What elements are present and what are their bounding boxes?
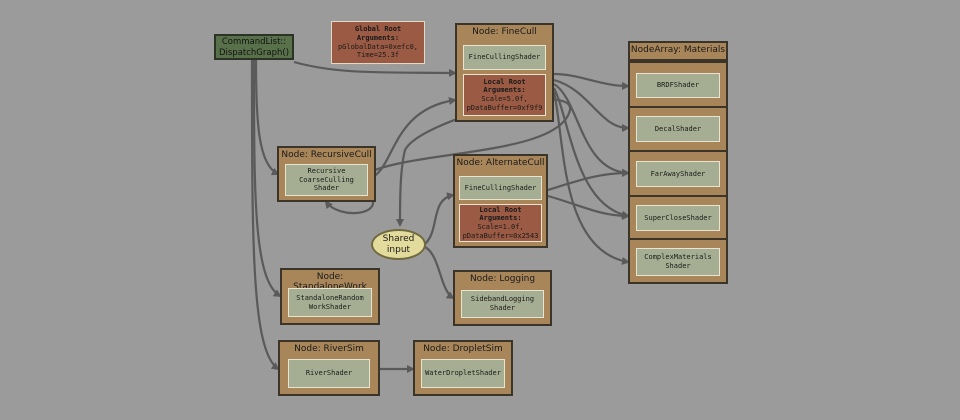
edge-command-to-riversim: [250, 59, 280, 371]
global-args-title: Global Root Arguments:: [354, 25, 402, 42]
node-alternatecull[interactable]: Node: AlternateCull FineCullingShader Lo…: [453, 154, 548, 248]
logging-shader[interactable]: SidebandLogging Shader: [461, 290, 544, 318]
material-complex[interactable]: ComplexMaterials Shader: [628, 238, 728, 284]
material-complex-shader[interactable]: ComplexMaterials Shader: [636, 248, 720, 276]
shared-input-line2: input: [386, 244, 411, 255]
riversim-shader[interactable]: RiverShader: [288, 359, 370, 388]
finecull-args-line2: pDataBuffer=0xf9f9: [466, 103, 543, 112]
edge-command-to-standalone: [252, 59, 282, 298]
edge-command-to-recursivecull: [254, 59, 280, 176]
node-alternatecull-title: Node: AlternateCull: [456, 158, 545, 168]
edge-finecull-to-complex: [552, 91, 630, 265]
edge-shared-to-logging: [424, 246, 455, 300]
node-riversim[interactable]: Node: RiverSim RiverShader: [278, 340, 380, 396]
materials-header: NodeArray: Materials: [628, 41, 728, 61]
standalonework-shader[interactable]: StandaloneRandom WorkShader: [288, 288, 372, 317]
edge-command-to-finecull: [293, 60, 457, 77]
edge-finecull-to-decal: [553, 78, 630, 132]
edge-finecull-to-superclose: [553, 87, 630, 219]
global-args-line2: Time=25.3f: [356, 51, 400, 60]
edge-alternate-to-faraway: [547, 169, 630, 192]
shared-input-node[interactable]: Shared input: [371, 229, 426, 260]
finecull-shader[interactable]: FineCullingShader: [463, 45, 546, 70]
alternatecull-shader[interactable]: FineCullingShader: [459, 176, 542, 200]
node-dropletsim[interactable]: Node: DropletSim WaterDropletShader: [413, 340, 513, 396]
finecull-args-title: Local Root Arguments:: [483, 77, 526, 95]
material-decal[interactable]: DecalShader: [628, 106, 728, 152]
finecull-args-line1: Scale=5.0f,: [481, 95, 528, 103]
alternatecull-args-line2: pDataBuffer=0x2543: [462, 231, 539, 240]
finecull-local-args[interactable]: Local Root Arguments: Scale=5.0f, pDataB…: [463, 74, 546, 116]
node-recursivecull[interactable]: Node: RecursiveCull Recursive CoarseCull…: [277, 146, 376, 202]
edge-recursive-to-finecull: [369, 96, 457, 180]
material-brdf-shader[interactable]: BRDFShader: [636, 73, 720, 98]
material-decal-shader[interactable]: DecalShader: [636, 116, 720, 142]
material-faraway[interactable]: FarAwayShader: [628, 150, 728, 197]
edge-alternate-to-superclose: [547, 194, 630, 220]
node-finecull-title: Node: FineCull: [472, 27, 537, 37]
alternatecull-args-line1: Scale=1.0f,: [477, 223, 524, 231]
material-faraway-shader[interactable]: FarAwayShader: [636, 161, 720, 187]
dropletsim-shader[interactable]: WaterDropletShader: [421, 359, 505, 388]
material-superclose-shader[interactable]: SuperCloseShader: [636, 205, 720, 231]
node-standalonework-title: Node: StandaloneWork: [293, 272, 367, 292]
node-recursivecull-title: Node: RecursiveCull: [281, 150, 372, 160]
edge-finecull-to-faraway: [553, 83, 630, 177]
material-brdf[interactable]: BRDFShader: [628, 61, 728, 108]
node-riversim-title: Node: RiverSim: [294, 344, 364, 354]
node-logging-title: Node: Logging: [469, 274, 536, 284]
materials-title: NodeArray: Materials: [630, 45, 726, 55]
edge-finecull-to-brdf: [553, 72, 630, 90]
command-list-label: CommandList::: [221, 37, 287, 47]
shared-input-line1: Shared: [382, 233, 415, 244]
node-finecull[interactable]: Node: FineCull FineCullingShader Local R…: [455, 23, 554, 122]
node-logging[interactable]: Node: Logging SidebandLogging Shader: [453, 270, 552, 326]
material-superclose[interactable]: SuperCloseShader: [628, 195, 728, 240]
edge-shared-to-alternate: [424, 192, 455, 245]
command-list-call: DispatchGraph(): [218, 48, 290, 58]
alternatecull-local-args[interactable]: Local Root Arguments: Scale=1.0f, pDataB…: [459, 204, 542, 242]
command-list-node[interactable]: CommandList:: DispatchGraph(): [214, 34, 294, 60]
global-root-arguments[interactable]: Global Root Arguments: pGlobalData=0xefc…: [331, 21, 425, 64]
recursivecull-shader[interactable]: Recursive CoarseCulling Shader: [285, 164, 368, 196]
alternatecull-args-title: Local Root Arguments:: [479, 205, 522, 223]
node-standalonework[interactable]: Node: StandaloneWork StandaloneRandom Wo…: [280, 268, 380, 325]
node-dropletsim-title: Node: DropletSim: [423, 344, 503, 354]
global-args-line1: pGlobalData=0xefc0,: [337, 42, 419, 51]
